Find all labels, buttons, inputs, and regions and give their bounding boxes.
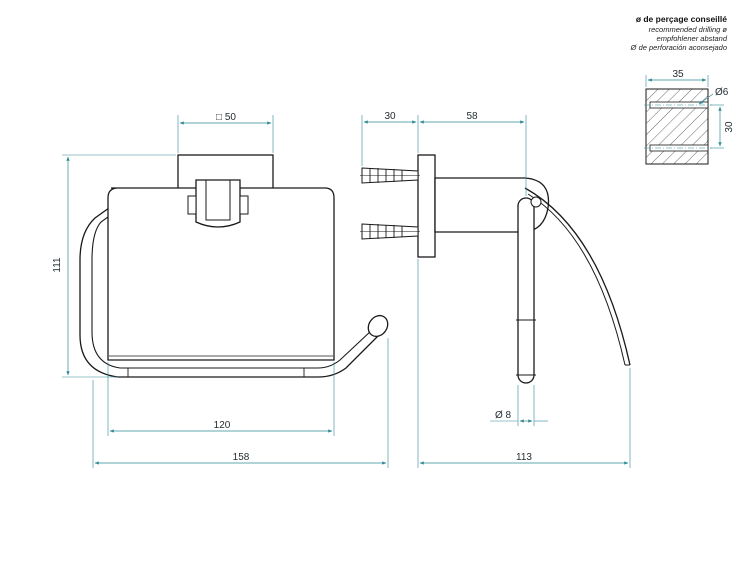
dim-hole-diameter-label: Ø6	[715, 87, 729, 98]
arm-end-knob	[367, 314, 389, 338]
hinge-right-pin	[239, 195, 249, 215]
side-flap-pivot	[530, 196, 542, 208]
side-flap-inner	[527, 193, 626, 366]
dim-drill-spacing-label: 30	[724, 121, 735, 133]
wall-plug-top	[360, 167, 420, 184]
dim-overall-depth-label: 113	[516, 452, 532, 463]
holder-arm-outer	[79, 197, 381, 378]
dim-rod-diameter-label: Ø 8	[495, 410, 512, 421]
drilling-note-title: ø de perçage conseillé	[636, 14, 727, 24]
drilling-note-line-en: recommended drilling ø	[649, 25, 728, 34]
dim-overall-width-label: 158	[233, 452, 250, 463]
dim-plate-width-label: □ 50	[216, 112, 236, 123]
hinge-left-pin	[187, 195, 197, 215]
side-flap-outer	[524, 187, 631, 366]
wall-plug-bottom	[360, 223, 420, 240]
hinge-inner	[205, 179, 231, 221]
dim-projection-label: 58	[466, 111, 478, 122]
drilling-detail: 35 30 Ø6	[644, 69, 735, 165]
drilling-note: ø de perçage conseillé recommended drill…	[630, 14, 728, 52]
wall-section	[645, 88, 709, 165]
hinge	[195, 179, 241, 228]
dim-plug-depth-label: 30	[384, 111, 396, 122]
dim-hole-diameter-leader	[698, 93, 714, 105]
side-wall-plate	[417, 154, 436, 258]
side-view: 30 58 Ø 8 113	[360, 111, 631, 468]
side-rod	[517, 197, 535, 384]
cover-flap	[107, 187, 335, 361]
dim-paper-width-label: 120	[214, 420, 231, 431]
dim-drill-width-label: 35	[672, 69, 684, 80]
drilling-note-line-es: Ø de perforación aconsejado	[630, 43, 727, 52]
drilling-note-line-de: empfohlener abstand	[657, 34, 728, 43]
dim-height-label: 111	[52, 257, 63, 273]
front-view: □ 50 111 120 158	[52, 112, 389, 468]
holder-arm-inner	[91, 205, 373, 369]
